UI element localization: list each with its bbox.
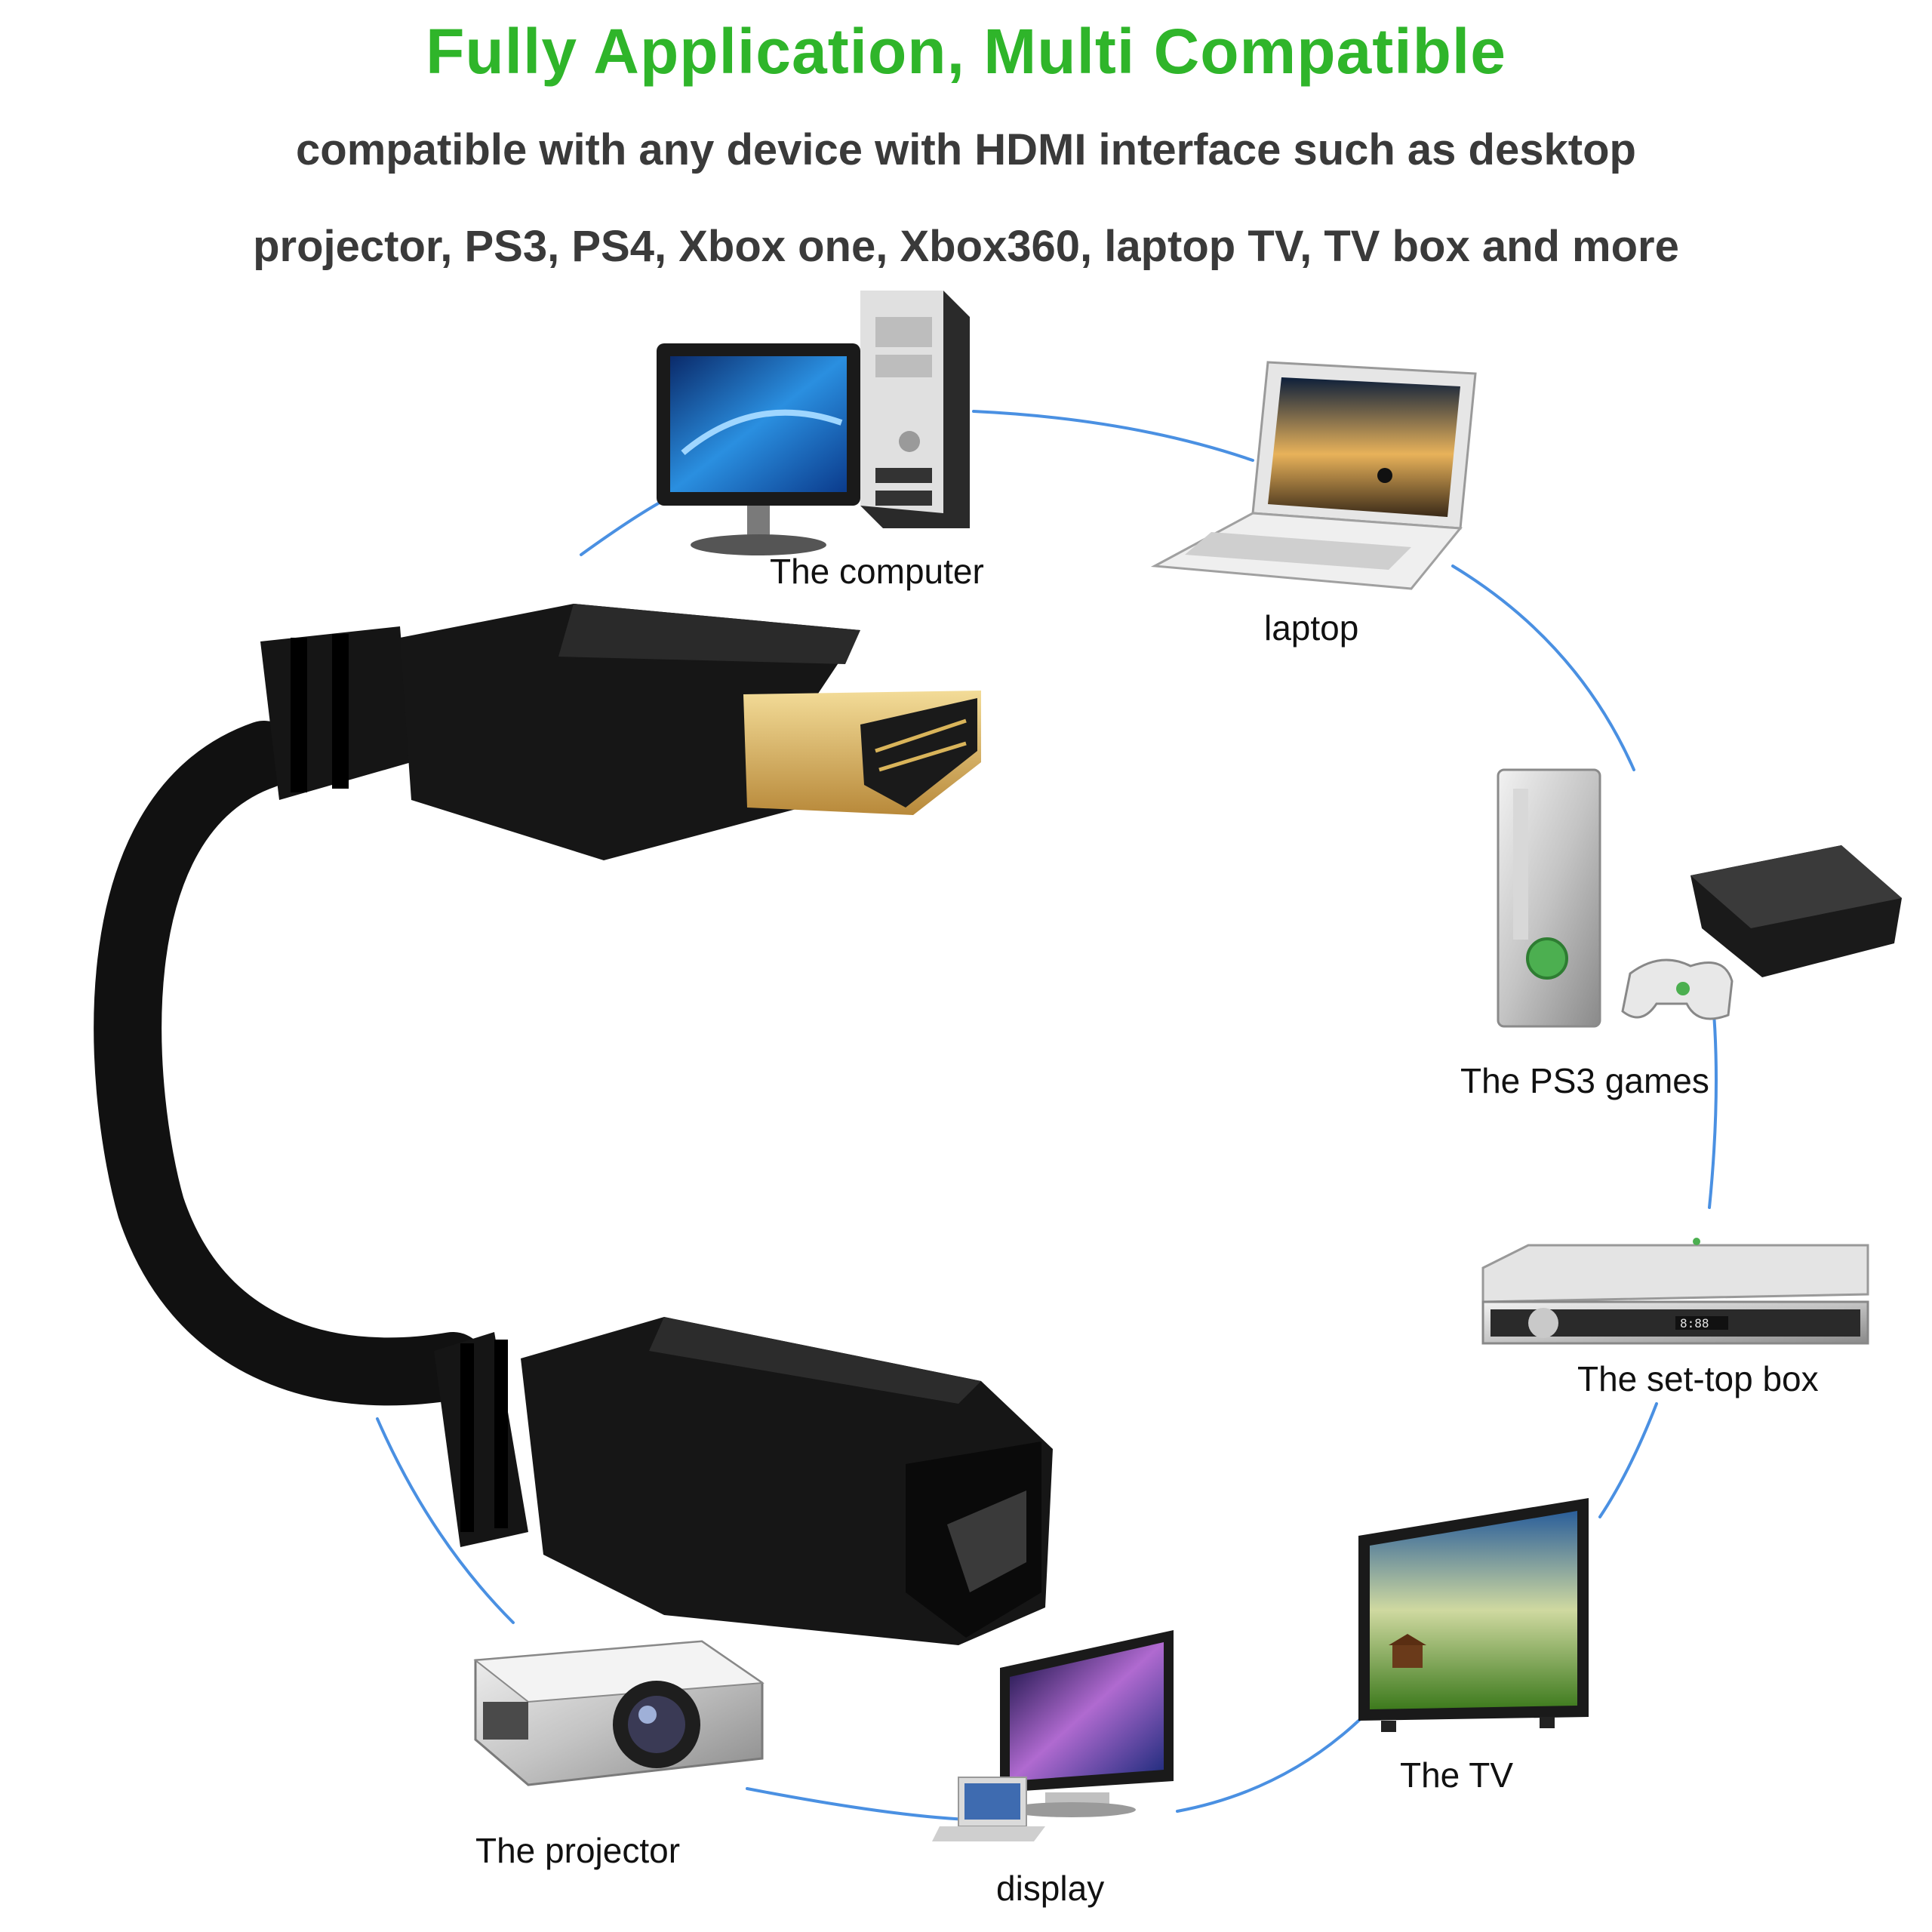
hdmi-cable [94, 721, 487, 1406]
subtitle-line-1: compatible with any device with HDMI int… [296, 125, 1636, 174]
tv-icon [1358, 1498, 1589, 1732]
projector-icon [473, 1640, 764, 1786]
label-computer: The computer [770, 552, 984, 591]
label-projector: The projector [475, 1831, 681, 1870]
connector-lines [376, 410, 1718, 1822]
label-laptop: laptop [1264, 608, 1359, 648]
hdmi-female-socket [434, 1317, 1053, 1645]
label-tv: The TV [1400, 1755, 1513, 1795]
game-console-icon [1497, 768, 1902, 1028]
label-settop: The set-top box [1577, 1359, 1819, 1398]
svg-text:8:88: 8:88 [1680, 1316, 1709, 1331]
monitor-icon [932, 1630, 1174, 1841]
hdmi-male-plug [260, 604, 981, 860]
subtitle-line-2: projector, PS3, PS4, Xbox one, Xbox360, … [253, 222, 1679, 271]
label-ps3: The PS3 games [1460, 1061, 1709, 1100]
set-top-box-icon: 8:88 [1481, 1238, 1869, 1345]
laptop-icon [1150, 361, 1477, 590]
desktop-computer-icon [657, 291, 970, 555]
label-display: display [996, 1869, 1105, 1908]
headline: Fully Application, Multi Compatible [426, 16, 1506, 87]
